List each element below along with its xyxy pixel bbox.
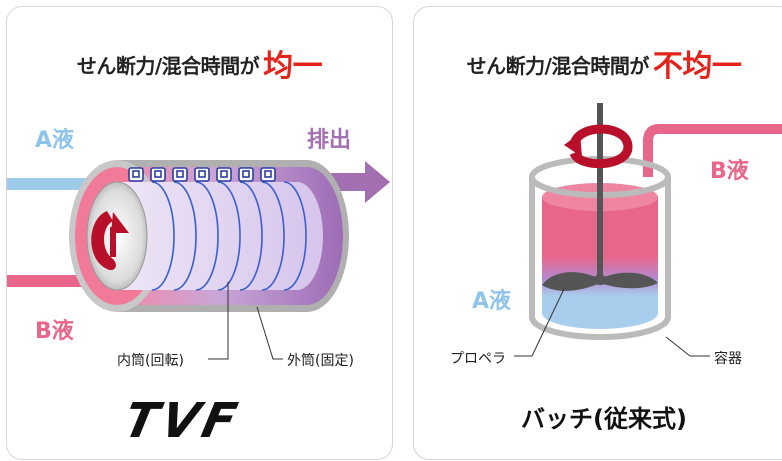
batch-title: せん断力/混合時間が不均一 — [414, 41, 782, 85]
outer-cylinder-label: 外筒(固定) — [287, 353, 354, 369]
liquid-a-label: A液 — [35, 128, 75, 153]
batch-title-prefix: せん断力/混合時間が — [466, 54, 650, 78]
inner-cylinder — [86, 181, 323, 291]
liquid-b-label: B液 — [710, 159, 749, 184]
outer-leader-line — [256, 306, 283, 360]
stirrer-shaft — [597, 103, 603, 283]
batch-title-emphasis: 不均一 — [652, 49, 742, 84]
batch-panel: せん断力/混合時間が不均一 — [413, 6, 782, 460]
liquid-b-label: B液 — [35, 319, 74, 344]
tvf-title-prefix: せん断力/混合時間が — [76, 54, 260, 78]
liquid-b-feed-pipe — [643, 124, 782, 207]
tvf-panel: せん断力/混合時間が均一 — [6, 6, 393, 460]
vessel-leader-line — [665, 336, 691, 357]
rotation-arrow-icon — [91, 211, 129, 271]
liquid-b-inlet-pipe — [7, 275, 87, 287]
liquid-a-label: A液 — [472, 289, 512, 314]
liquid-a-inlet-pipe — [7, 178, 97, 190]
inner-leader-line — [208, 282, 229, 360]
outlet-label: 排出 — [307, 128, 352, 153]
tvf-title: せん断力/混合時間が均一 — [7, 41, 392, 85]
batch-caption: バッチ(従来式) — [521, 405, 687, 433]
tvf-logo: TVF — [119, 393, 246, 449]
tvf-title-emphasis: 均一 — [263, 49, 323, 84]
batch-vessel-illustration — [514, 103, 782, 357]
propeller-icon — [542, 272, 658, 291]
taylor-vortex-cells — [128, 167, 276, 182]
propeller-leader-line — [531, 288, 565, 357]
vessel-label: 容器 — [714, 351, 742, 367]
tvf-cylinder-illustration — [7, 160, 390, 360]
propeller-label: プロペラ — [450, 351, 506, 367]
rotation-arrow-icon — [564, 124, 633, 169]
inner-cylinder-label: 内筒(回転) — [117, 353, 184, 369]
